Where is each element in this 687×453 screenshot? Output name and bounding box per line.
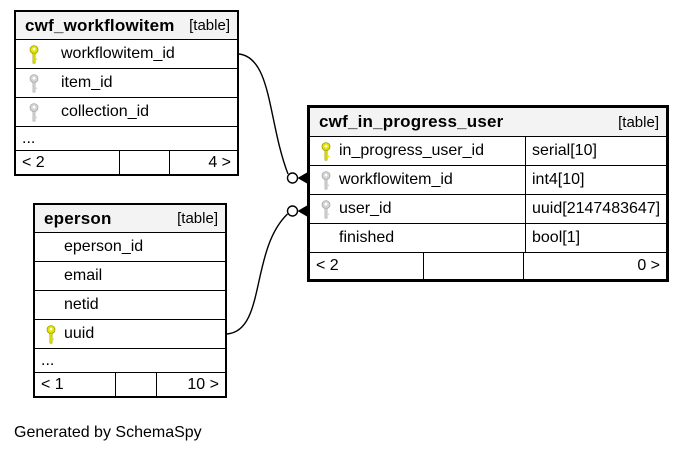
column-row: netid	[35, 291, 225, 320]
column-row: in_progress_user_id serial[10]	[310, 137, 666, 166]
column-name: netid	[64, 296, 99, 313]
child-degree: 0 >	[637, 257, 660, 274]
column-name: user_id	[339, 200, 392, 217]
foreign-key-icon	[29, 73, 39, 93]
column-row: email	[35, 262, 225, 291]
relationship-workflowitem	[238, 53, 307, 184]
column-type: bool[1]	[532, 229, 581, 246]
generator-credit: Generated by SchemaSpy	[14, 424, 202, 441]
column-name: item_id	[61, 74, 113, 91]
child-degree: 4 >	[208, 153, 231, 171]
column-name: workflowitem_id	[61, 45, 175, 62]
child-degree: 10 >	[187, 375, 219, 393]
column-row: finished bool[1]	[310, 224, 666, 253]
column-row: item_id	[16, 69, 237, 98]
primary-key-icon	[46, 324, 56, 344]
column-type: serial[10]	[532, 142, 597, 159]
table-name: cwf_in_progress_user	[319, 112, 504, 131]
parent-degree: < 1	[41, 375, 64, 393]
table-node-eperson[interactable]: eperson [table] eperson_id email netid u…	[33, 203, 227, 398]
crowfoot-arrow-icon	[297, 172, 307, 184]
footer-spacer	[115, 373, 157, 396]
column-name: collection_id	[61, 103, 150, 120]
column-row: user_id uuid[2147483647]	[310, 195, 666, 224]
more-columns-ellipsis: ...	[16, 127, 237, 151]
degree-footer: < 1 10 >	[35, 373, 225, 396]
parent-degree: < 2	[22, 153, 45, 171]
table-header[interactable]: eperson [table]	[35, 205, 225, 233]
no-key-spacer	[321, 229, 331, 248]
column-name: email	[64, 267, 103, 284]
zero-cardinality-circle-icon	[286, 205, 299, 217]
table-type-badge: [table]	[189, 17, 230, 34]
foreign-key-icon	[29, 102, 39, 122]
table-type-badge: [table]	[618, 113, 659, 131]
crowfoot-arrow-icon	[297, 205, 307, 217]
column-row: eperson_id	[35, 233, 225, 262]
degree-footer: < 2 4 >	[16, 151, 237, 174]
column-name: uuid	[64, 325, 95, 342]
table-header[interactable]: cwf_workflowitem [table]	[16, 12, 237, 40]
column-row: collection_id	[16, 98, 237, 127]
primary-key-icon	[29, 44, 39, 64]
column-row: uuid	[35, 320, 225, 349]
column-type: uuid[2147483647]	[532, 200, 661, 217]
foreign-key-icon	[321, 199, 331, 219]
table-name: eperson	[44, 208, 112, 228]
column-name: workflowitem_id	[339, 171, 453, 188]
table-type-badge: [table]	[177, 210, 218, 227]
footer-spacer	[119, 151, 170, 174]
foreign-key-icon	[321, 170, 331, 190]
more-columns-ellipsis: ...	[35, 349, 225, 373]
no-key-spacer	[46, 238, 56, 257]
zero-cardinality-circle-icon	[286, 172, 299, 184]
table-node-cwf-in-progress-user[interactable]: cwf_in_progress_user [table] in_progress…	[307, 105, 669, 282]
column-row: workflowitem_id int4[10]	[310, 166, 666, 195]
no-key-spacer	[46, 296, 56, 315]
relationship-user	[226, 205, 307, 335]
column-name: finished	[339, 229, 395, 246]
column-row: workflowitem_id	[16, 40, 237, 69]
footer-spacer	[423, 253, 524, 279]
column-name: eperson_id	[64, 238, 144, 255]
no-key-spacer	[46, 267, 56, 286]
degree-footer: < 2 0 >	[310, 253, 666, 279]
table-header[interactable]: cwf_in_progress_user [table]	[310, 108, 666, 137]
table-name: cwf_workflowitem	[25, 15, 175, 35]
primary-key-icon	[321, 141, 331, 161]
parent-degree: < 2	[316, 257, 339, 274]
column-type: int4[10]	[532, 171, 585, 188]
table-node-cwf-workflowitem[interactable]: cwf_workflowitem [table] workflowitem_id…	[14, 10, 239, 176]
column-name: in_progress_user_id	[339, 142, 484, 159]
